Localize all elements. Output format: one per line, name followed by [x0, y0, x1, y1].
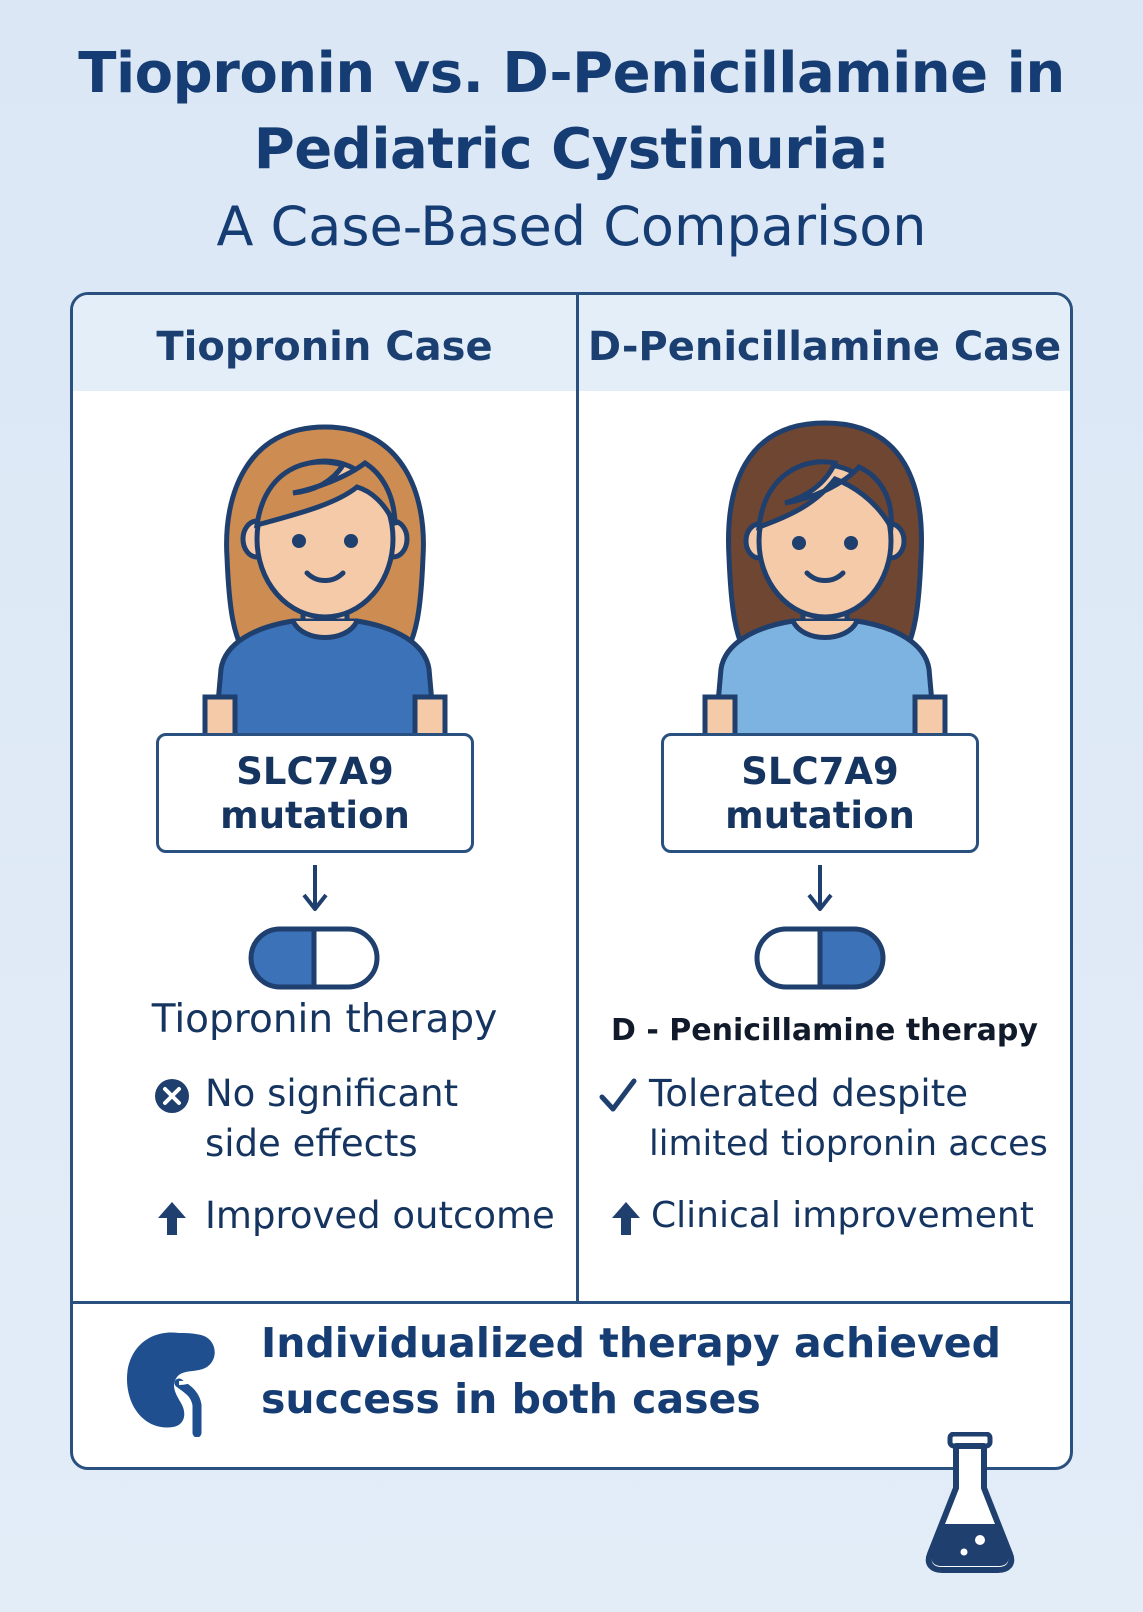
title-line-1: Tiopronin vs. D-Penicillamine in — [78, 41, 1065, 106]
down-arrow-icon — [302, 865, 328, 911]
girl-avatar-light-hair-icon — [202, 424, 447, 737]
mutation-label: mutation — [220, 794, 410, 837]
girl-avatar-dark-hair-icon — [702, 420, 947, 737]
bullet-text-line-2: limited tiopronin acces — [649, 1124, 1048, 1164]
title-line-2: Pediatric Cystinuria: — [253, 117, 890, 182]
flask-icon — [925, 1432, 1015, 1573]
mutation-box: SLC7A9 mutation — [156, 733, 474, 853]
d-penicillamine-case-heading: D-Penicillamine Case — [579, 295, 1070, 391]
bullet-text-line-1: No significant — [205, 1072, 459, 1115]
d-penicillamine-case-column: D-Penicillamine Case SLC7A9 mutation — [579, 295, 1070, 1301]
mutation-box: SLC7A9 mutation — [661, 733, 979, 853]
tiopronin-case-column: Tiopronin Case — [73, 295, 576, 1301]
footer-line-2: success in both cases — [261, 1375, 761, 1423]
therapy-label: Tiopronin therapy — [151, 997, 498, 1042]
footer-line-1: Individualized therapy achieved — [261, 1319, 1001, 1367]
column-divider — [576, 295, 579, 1301]
comparison-card: Tiopronin Case — [70, 292, 1073, 1470]
capsule-icon — [248, 926, 380, 990]
bullet-text-line-2: side effects — [205, 1122, 418, 1165]
up-arrow-icon — [158, 1202, 186, 1235]
therapy-label: D - Penicillamine therapy — [611, 1013, 1038, 1048]
down-arrow-icon — [807, 865, 833, 911]
mutation-label: mutation — [725, 794, 915, 837]
footer-divider — [73, 1301, 1070, 1304]
mutation-gene-label: SLC7A9 — [236, 750, 394, 793]
mutation-gene-label: SLC7A9 — [741, 750, 899, 793]
bullet-text: Clinical improvement — [651, 1195, 1034, 1236]
footer-conclusion: Individualized therapy achieved success … — [261, 1315, 1001, 1427]
x-circle-icon — [155, 1079, 189, 1113]
check-icon — [599, 1078, 637, 1112]
subtitle: A Case-Based Comparison — [216, 195, 927, 258]
up-arrow-icon — [612, 1202, 640, 1235]
capsule-icon — [754, 926, 886, 990]
kidney-icon — [127, 1332, 215, 1437]
bullet-text-line-1: Tolerated despite — [649, 1072, 968, 1115]
tiopronin-case-heading: Tiopronin Case — [73, 295, 576, 391]
bullet-text: Improved outcome — [205, 1194, 555, 1237]
